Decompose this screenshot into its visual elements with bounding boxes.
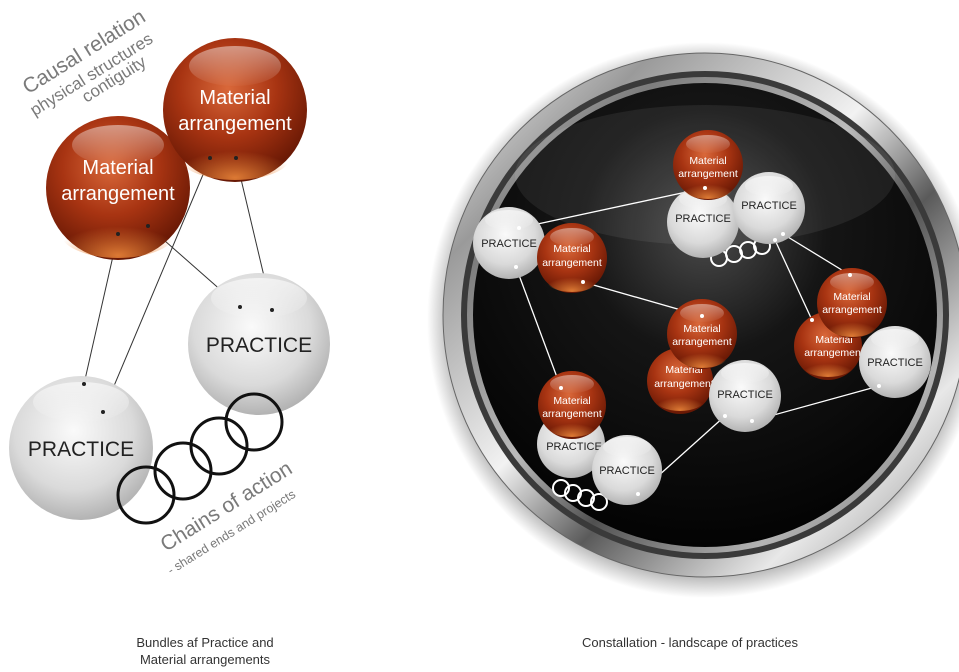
material-sphere-left: Material arrangement <box>46 116 190 260</box>
connector-line <box>518 187 706 229</box>
practice-sphere-left: PRACTICE <box>9 376 153 520</box>
material-label: arrangement <box>61 183 175 205</box>
material-label: arrangement <box>804 347 864 359</box>
material-label: arrangement <box>678 168 738 180</box>
practice-sphere-right: PRACTICE <box>188 273 330 415</box>
material-sphere-right: Material arrangement <box>163 38 307 182</box>
material-label: arrangement <box>654 378 714 390</box>
connector-line <box>782 233 851 276</box>
connector-line <box>102 157 211 413</box>
material-label: Material <box>689 155 726 167</box>
material-label: Material <box>683 323 720 335</box>
practice-sphere: PRACTICE <box>709 360 781 432</box>
material-label: Material <box>553 395 590 407</box>
practice-sphere: PRACTICE <box>592 435 662 505</box>
material-sphere: Material arrangement <box>817 268 887 338</box>
caption-line: Bundles af Practice and <box>136 635 274 650</box>
practice-label: PRACTICE <box>599 465 655 477</box>
practice-sphere: PRACTICE <box>473 207 545 279</box>
practice-label: PRACTICE <box>481 238 537 250</box>
connector-node <box>234 156 238 160</box>
chain-of-action-icon <box>116 392 284 525</box>
practice-sphere: PRACTICE <box>859 326 931 398</box>
connector-node <box>101 410 105 414</box>
material-label: Material <box>815 334 852 346</box>
practice-sphere: PRACTICE <box>733 172 805 244</box>
connector-node <box>238 305 242 309</box>
connector-node <box>146 224 150 228</box>
material-label: Material <box>199 87 270 109</box>
connector-node <box>82 382 86 386</box>
material-label: arrangement <box>822 304 882 316</box>
left-bundle-diagram: Material arrangement Material arrangemen… <box>9 5 330 577</box>
connector-node <box>208 156 212 160</box>
material-sphere: Material arrangement <box>538 371 606 439</box>
material-label: Material <box>82 157 153 179</box>
caption-line: Material arrangements <box>139 652 271 667</box>
practice-label: PRACTICE <box>741 200 797 212</box>
material-sphere: Material arrangement <box>673 130 743 200</box>
practice-label: PRACTICE <box>546 441 602 453</box>
material-sphere: Material arrangement <box>667 299 737 369</box>
practice-label: PRACTICE <box>675 213 731 225</box>
relation-label: Causal relation physical structures cont… <box>19 5 157 120</box>
material-label: arrangement <box>542 408 602 420</box>
connector-node <box>116 232 120 236</box>
material-label: Material <box>553 243 590 255</box>
practice-label: PRACTICE <box>717 389 773 401</box>
practice-label: PRACTICE <box>206 334 312 357</box>
chain-of-action-icon <box>552 479 608 511</box>
material-label: arrangement <box>178 113 292 135</box>
connector-node <box>270 308 274 312</box>
connector-line <box>515 266 562 389</box>
caption-line: Constallation - landscape of practices <box>581 635 799 650</box>
connector-line <box>774 239 813 321</box>
constellation-diagram: PRACTICE PRACTICE PRACTICE Material arra… <box>427 42 959 598</box>
material-sphere: Material arrangement <box>537 223 607 293</box>
material-label: arrangement <box>542 257 602 269</box>
material-label: arrangement <box>672 336 732 348</box>
chains-label: Chains of action - shared ends and proje… <box>156 457 298 578</box>
practice-label: PRACTICE <box>867 357 923 369</box>
left-caption: Bundles af Practice and Material arrange… <box>80 634 330 668</box>
material-label: Material <box>833 291 870 303</box>
right-caption: Constallation - landscape of practices <box>500 634 880 651</box>
practice-label: PRACTICE <box>28 438 134 461</box>
